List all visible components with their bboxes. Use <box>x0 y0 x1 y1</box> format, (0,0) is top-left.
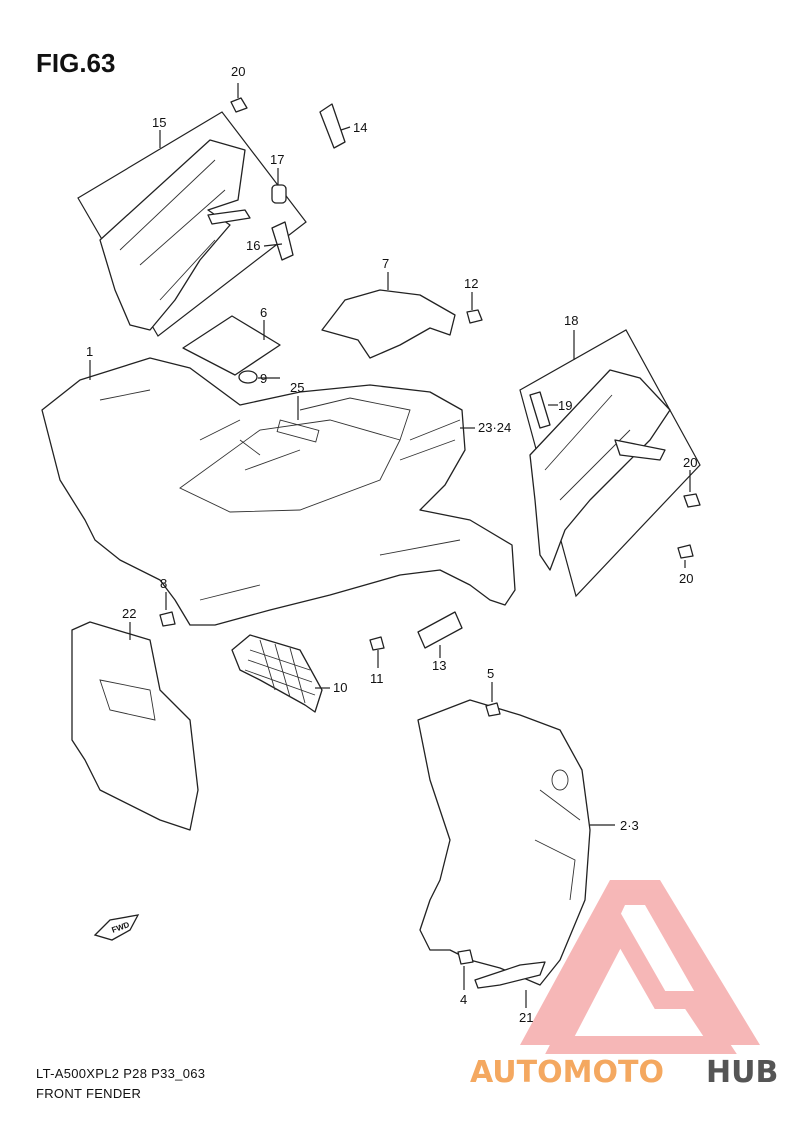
leader-lines <box>89 83 691 1008</box>
part-2-3-mud-guard <box>417 699 591 986</box>
callout-21: 21 <box>519 1010 533 1025</box>
watermark-part1: AUTOMOTO <box>470 1055 664 1090</box>
part-8 <box>159 611 176 627</box>
part-15-group <box>77 97 307 337</box>
part-12 <box>466 309 483 324</box>
callout-12: 12 <box>464 276 478 291</box>
part-13 <box>417 611 463 649</box>
callout-2-3: 2·3 <box>620 818 639 833</box>
callout-8: 8 <box>160 576 167 591</box>
callout-25: 25 <box>290 380 304 395</box>
part-4 <box>457 949 474 965</box>
callout-22: 22 <box>122 606 136 621</box>
callout-11: 11 <box>370 671 384 686</box>
part-10-grille <box>231 634 323 713</box>
callout-7: 7 <box>382 256 389 271</box>
callout-4: 4 <box>460 992 467 1007</box>
callout-16: 16 <box>246 238 260 253</box>
callout-17: 17 <box>270 152 284 167</box>
figure-title: FIG.63 <box>36 48 116 78</box>
callout-14: 14 <box>353 120 367 135</box>
callout-5: 5 <box>487 666 494 681</box>
callout-13: 13 <box>432 658 446 673</box>
part-18-group <box>519 329 701 598</box>
watermark-part2: HUB <box>706 1055 778 1090</box>
callout-10: 10 <box>333 680 347 695</box>
part-22 <box>71 621 199 831</box>
footer-name: FRONT FENDER <box>36 1086 142 1101</box>
fwd-arrow-icon: FWD <box>93 914 140 941</box>
part-9 <box>238 370 258 384</box>
watermark-text: AUTOMOTO HUB <box>470 1055 778 1090</box>
callout-20-right: 20 <box>683 455 697 470</box>
part-14 <box>319 103 346 149</box>
callout-23-24: 23·24 <box>478 420 511 435</box>
part-7 <box>321 289 456 359</box>
callout-20-top: 20 <box>231 64 245 79</box>
part-1-front-fender <box>41 357 516 626</box>
callout-9: 9 <box>260 371 267 386</box>
callout-19: 19 <box>558 398 572 413</box>
footer-code: LT-A500XPL2 P28 P33_063 <box>36 1066 206 1081</box>
callout-15: 15 <box>152 115 166 130</box>
callout-6: 6 <box>260 305 267 320</box>
part-11 <box>369 636 385 651</box>
watermark-logo <box>520 880 760 1054</box>
callout-1: 1 <box>86 344 93 359</box>
callout-labels: 20 14 15 17 16 7 12 6 1 9 25 18 19 23·24… <box>86 64 697 1025</box>
callout-20-bottom: 20 <box>679 571 693 586</box>
callout-18: 18 <box>564 313 578 328</box>
part-5 <box>485 702 501 717</box>
part-6 <box>182 315 281 376</box>
part-21 <box>474 961 546 989</box>
